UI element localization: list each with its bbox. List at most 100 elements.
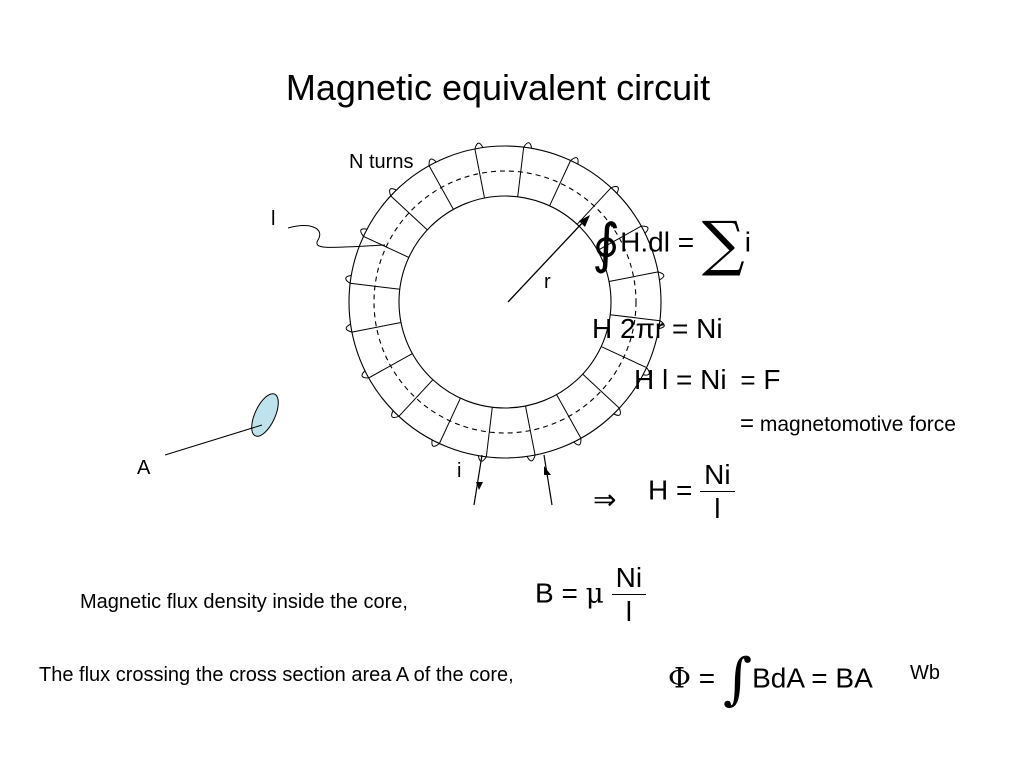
- winding-loop: [573, 438, 582, 446]
- mu-symbol: μ: [585, 576, 604, 610]
- implies-symbol: ⇒: [593, 484, 617, 515]
- winding-loop: [613, 407, 621, 416]
- area-label: A: [137, 457, 151, 479]
- eq1-equals: =: [677, 226, 695, 258]
- contour-integral-symbol: ∮: [592, 212, 621, 275]
- winding-turn: [556, 394, 582, 439]
- integral-symbol: ∫: [722, 647, 753, 712]
- circumference-equation: H 2πr = Ni: [592, 313, 723, 345]
- current-out-arrowhead: [544, 466, 551, 475]
- mmf-description: = magnetomotive force: [740, 410, 956, 438]
- flux-equals: =: [698, 662, 716, 694]
- eq2-equals: =: [672, 313, 689, 344]
- l-leader-line: [287, 225, 386, 248]
- radius-label: r: [544, 271, 551, 293]
- flux-density-text: Magnetic flux density inside the core,: [80, 591, 408, 613]
- toroid-outer-edge: [348, 145, 662, 459]
- ampere-law-equation: ∮H.dl = ∑i: [592, 214, 751, 274]
- winding-turn: [390, 195, 428, 231]
- eq1-rhs: i: [744, 226, 751, 258]
- current-in-arrowhead: [476, 482, 483, 490]
- winding-turn: [610, 314, 660, 322]
- winding-loop: [431, 440, 440, 447]
- winding-loop: [643, 367, 650, 376]
- winding-turn: [525, 405, 536, 456]
- eq4-denominator: l: [714, 493, 721, 525]
- winding-turn: [438, 397, 461, 444]
- radius-arrow: [507, 219, 586, 303]
- current-label: i: [457, 460, 462, 482]
- current-lead-in: [473, 454, 483, 506]
- winding-loop: [526, 454, 536, 462]
- mmf-desc-text: magnetomotive force: [759, 413, 956, 436]
- slide-title: Magnetic equivalent circuit: [285, 67, 711, 108]
- winding-turn: [474, 148, 485, 199]
- eq3-f: F: [763, 364, 781, 395]
- mmf-equation: H l = Ni = F: [634, 364, 780, 396]
- flux-text: The flux crossing the cross section area…: [39, 664, 514, 686]
- radius-arrowhead: [579, 215, 590, 227]
- flux-mid: BdA: [752, 662, 804, 694]
- winding-turn: [582, 373, 620, 409]
- winding-loop: [570, 157, 579, 164]
- winding-loop: [658, 320, 665, 330]
- winding-turn: [549, 160, 572, 207]
- phi-symbol: Φ: [668, 661, 691, 695]
- a-leader-line: [164, 424, 263, 456]
- mmf-desc-equals: =: [740, 410, 755, 437]
- flux-unit: Wb: [910, 662, 940, 684]
- eq1-lhs: H.dl: [620, 226, 670, 258]
- winding-loop: [523, 142, 533, 149]
- winding-loop: [641, 225, 649, 234]
- fd-numerator: Ni: [611, 563, 647, 596]
- winding-turn: [351, 322, 402, 333]
- winding-loop: [389, 188, 397, 197]
- eq2-rhs: Ni: [696, 313, 723, 344]
- winding-loop: [428, 158, 437, 166]
- winding-loop: [345, 323, 353, 333]
- winding-turn: [608, 271, 659, 282]
- summation-symbol: ∑: [701, 209, 745, 279]
- fd-denominator: l: [625, 596, 632, 628]
- flux-equals-2: =: [811, 662, 828, 694]
- fd-equals: =: [561, 577, 578, 609]
- winding-turn: [350, 282, 400, 290]
- eq3-rhs: Ni: [700, 364, 727, 395]
- winding-turn: [368, 353, 413, 379]
- winding-loop: [657, 271, 665, 281]
- eq4-numerator: Ni: [700, 460, 735, 493]
- winding-turn: [517, 147, 525, 197]
- winding-loop: [361, 370, 369, 379]
- n-turns-label: N turns: [349, 151, 414, 173]
- winding-loop: [345, 274, 352, 284]
- winding-turn: [485, 407, 493, 457]
- length-label: l: [271, 208, 276, 230]
- winding-loop: [474, 142, 484, 150]
- fd-fraction: Ni l: [611, 563, 647, 628]
- winding-loop: [360, 228, 367, 237]
- flux-rhs: BA: [835, 662, 873, 694]
- flux-equation: Φ = ∫BdA = BA: [668, 652, 873, 708]
- eq4-equals: =: [676, 474, 693, 506]
- toroid-mean-path: [373, 170, 637, 434]
- eq2-lhs: H 2πr: [592, 313, 665, 344]
- winding-turn: [576, 187, 612, 225]
- winding-turn: [428, 165, 454, 210]
- eq3-f-equals: =: [740, 365, 756, 395]
- field-intensity-equation: H = Ni l: [648, 460, 735, 524]
- cross-section-a: [251, 393, 279, 437]
- winding-turn: [363, 235, 410, 258]
- winding-loop: [391, 410, 400, 418]
- flux-density-equation: B = μ Ni l: [535, 563, 647, 628]
- fd-lhs: B: [535, 577, 554, 609]
- winding-turn: [398, 379, 434, 417]
- eq4-lhs: H: [648, 474, 669, 506]
- eq4-fraction: Ni l: [700, 460, 735, 525]
- current-lead-out: [543, 454, 553, 506]
- winding-turn: [600, 346, 647, 369]
- eq3-equals: =: [676, 364, 693, 395]
- eq3-lhs: H l: [634, 364, 669, 395]
- winding-turn: [597, 225, 642, 251]
- winding-turns: [345, 142, 665, 462]
